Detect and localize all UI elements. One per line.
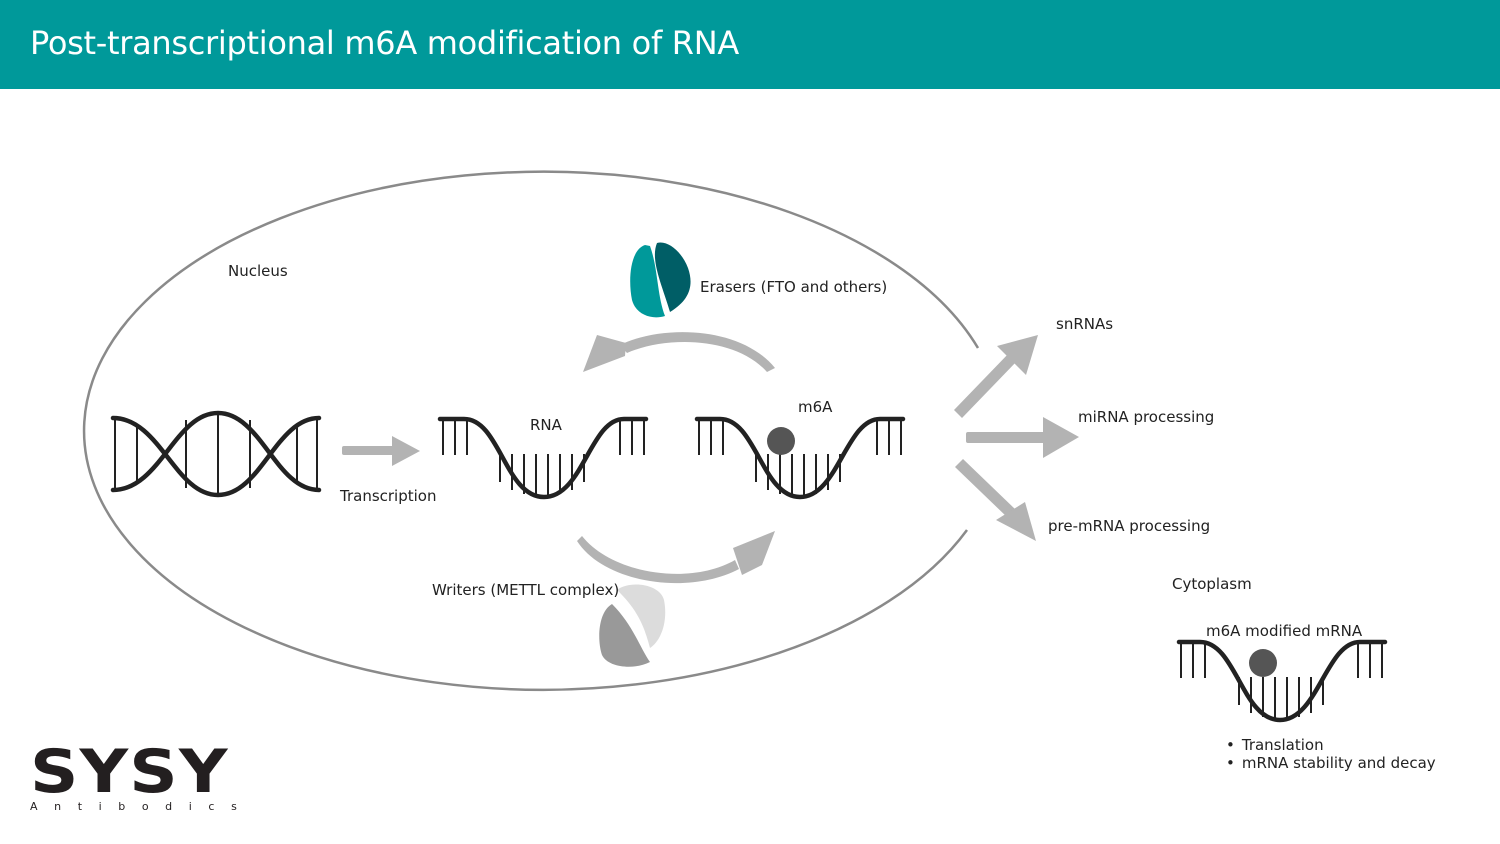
eraser-curved-arrow [583, 332, 775, 372]
writers-label: Writers (METTL complex) [432, 581, 620, 599]
page-title: Post-transcriptional m6A modification of… [30, 24, 739, 62]
m6a-rna-strand-icon [694, 416, 906, 500]
writer-protein-icon [599, 584, 666, 667]
m6a-methyl-dot-icon [767, 427, 795, 455]
cytoplasm-label: Cytoplasm [1172, 575, 1252, 593]
eraser-protein-icon [630, 242, 691, 318]
outcome-label-snrnas: snRNAs [1056, 315, 1114, 333]
transcription-label: Transcription [340, 487, 437, 505]
outcome-label-mirna: miRNA processing [1078, 408, 1215, 426]
outcome-arrow-pre-mrna [955, 459, 1036, 541]
erasers-label: Erasers (FTO and others) [700, 278, 888, 296]
rna-label: RNA [530, 416, 562, 434]
logo-subtitle: Antibodics [30, 800, 254, 813]
outcome-arrow-mirna [966, 417, 1079, 458]
cytoplasm-mrna-strand-icon [1176, 639, 1388, 723]
transcription-arrow [342, 436, 420, 466]
list-item: Translation [1226, 736, 1436, 754]
m6a-modified-mrna-label: m6A modified mRNA [1206, 622, 1363, 640]
nucleus-label: Nucleus [228, 262, 288, 280]
rna-strand-icon [437, 416, 649, 500]
dna-double-helix-icon [110, 410, 322, 498]
sysy-logo: SYSY Antibodics [30, 742, 237, 814]
outcome-label-pre-mrna: pre-mRNA processing [1048, 517, 1211, 535]
logo-wordmark: SYSY [30, 737, 229, 807]
cytoplasm-m6a-dot-icon [1249, 649, 1277, 677]
cytoplasm-function-list: Translation mRNA stability and decay [1226, 736, 1436, 772]
outcome-arrow-snrnas [954, 335, 1038, 418]
m6a-label: m6A [798, 398, 833, 416]
header-bar: Post-transcriptional m6A modification of… [0, 0, 1500, 89]
nucleus-membrane [82, 170, 980, 691]
list-item: mRNA stability and decay [1226, 754, 1436, 772]
writer-curved-arrow [577, 531, 775, 584]
